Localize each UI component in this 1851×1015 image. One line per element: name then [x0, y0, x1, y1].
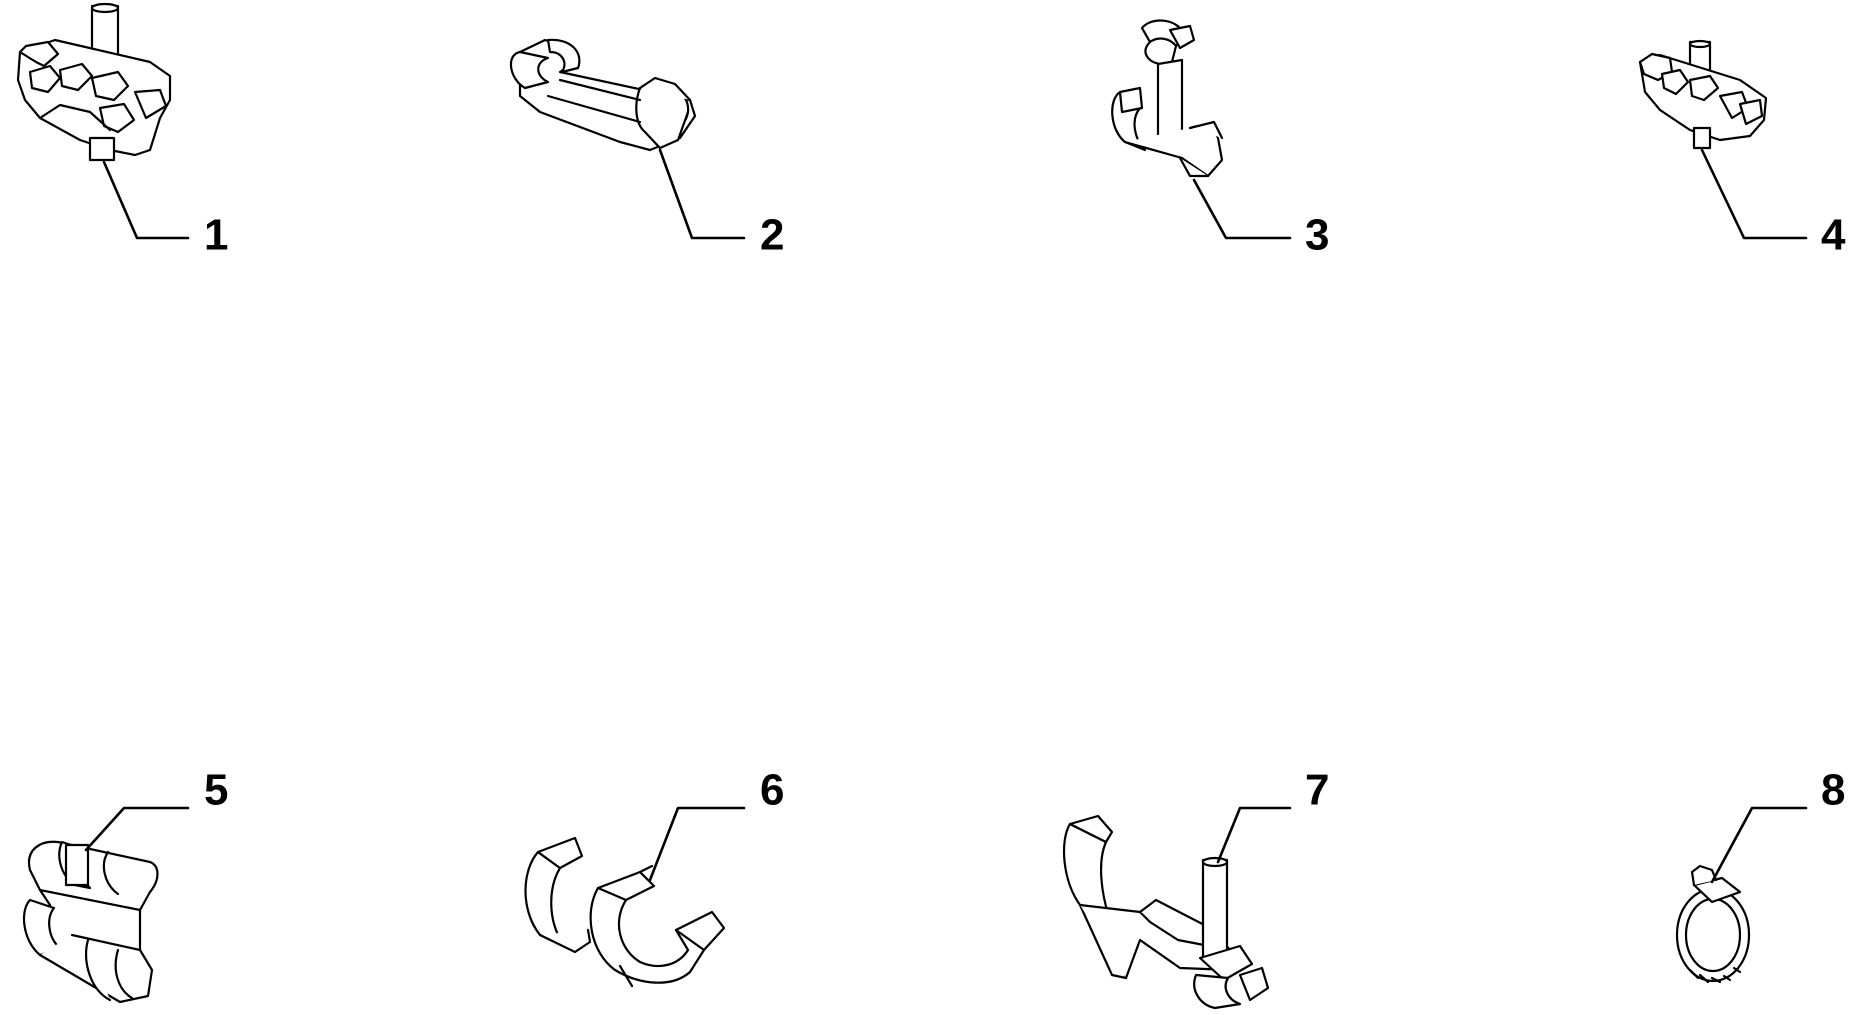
part-7-bracket-clip-with-stud-icon[interactable]	[1062, 814, 1270, 1010]
callout-label-6: 6	[760, 766, 784, 815]
leader-line-2	[658, 148, 746, 240]
callout-label-4: 4	[1821, 211, 1846, 260]
part-8-worm-drive-hose-clamp-icon[interactable]	[1675, 864, 1751, 984]
callout-label-8: 8	[1821, 766, 1845, 815]
leader-line-7	[1216, 806, 1292, 864]
callout-label-3: 3	[1305, 211, 1329, 260]
part-5-stacked-hose-clip-icon[interactable]	[23, 840, 159, 1004]
part-6-double-open-hose-clip-icon[interactable]	[524, 836, 726, 988]
callout-label-1: 1	[204, 211, 228, 260]
leader-line-4	[1700, 148, 1808, 240]
callout-label-5: 5	[204, 766, 228, 815]
leader-line-8	[1710, 806, 1808, 884]
callout-label-2: 2	[760, 211, 784, 260]
leader-line-5	[84, 806, 190, 852]
part-1-twin-pipe-clip-with-stud-icon[interactable]	[16, 2, 172, 162]
part-4-small-twin-clip-with-stud-icon[interactable]	[1638, 39, 1768, 150]
part-3-vertical-double-clip-icon[interactable]	[1111, 19, 1224, 178]
part-2-double-pipe-clip-bracket-icon[interactable]	[509, 38, 697, 152]
callout-label-7: 7	[1305, 766, 1329, 815]
leader-line-6	[648, 806, 746, 882]
leader-line-3	[1192, 178, 1292, 240]
leader-line-1	[102, 160, 190, 240]
